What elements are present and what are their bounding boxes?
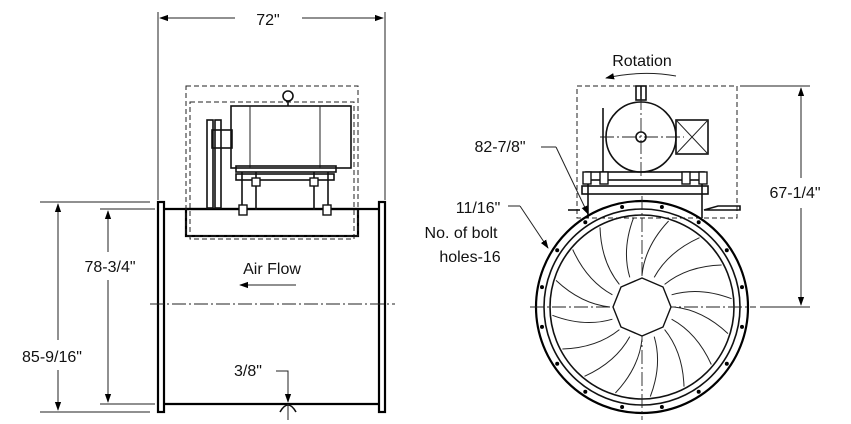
inner-height-label: 78-3/4" [84, 259, 135, 276]
outer-height-dimension: 85-9/16" [22, 201, 150, 413]
motor-guard-outline [576, 85, 738, 219]
bolt-hole [555, 248, 560, 253]
bolt-hole [540, 324, 544, 329]
lifting-eye-icon [282, 90, 294, 102]
rotation-label: Rotation [612, 53, 672, 70]
fan-blade [555, 280, 611, 308]
fan-blade [673, 306, 729, 334]
fan-blade [599, 227, 620, 285]
bolt-hole [583, 220, 588, 225]
bolt-hole [724, 248, 729, 253]
motor-base-end [568, 171, 741, 218]
side-view: 72" [22, 12, 395, 420]
bolt-hole [696, 389, 701, 394]
bolt-hole [659, 205, 664, 209]
fan-blade [671, 290, 732, 300]
bolt-hole [696, 220, 701, 225]
bolt-hole-label: 11/16" [456, 200, 501, 217]
airflow-label: Air Flow [243, 261, 301, 278]
bolt-count-label-line2: holes-16 [439, 249, 500, 266]
motor-mounts [235, 172, 335, 216]
end-view: Rotation [425, 53, 821, 420]
width-dimension-label: 72" [256, 12, 279, 29]
bolt-circle-dimension: 82-7/8" [474, 139, 589, 215]
airflow-indicator: Air Flow [239, 261, 301, 289]
belt-guard-outline [185, 85, 359, 240]
fan-blade [584, 336, 631, 377]
bolt-holes [540, 205, 744, 409]
bolt-hole [620, 405, 625, 409]
motor-height-dimension: 67-1/4" [740, 85, 821, 308]
fan-blade [649, 336, 659, 397]
bolt-hole-dimension: 11/16" No. of bolt holes-16 [425, 200, 549, 266]
bolt-hole [540, 285, 544, 290]
fan-blade [552, 314, 613, 324]
motor-side [230, 90, 352, 173]
bolt-hole [740, 285, 744, 290]
flange-thickness-label: 3/8" [234, 363, 262, 380]
fan-blade [625, 217, 635, 278]
outer-height-label: 85-9/16" [22, 349, 82, 366]
fan-blade [641, 220, 669, 276]
bolt-circle-label: 82-7/8" [474, 139, 525, 156]
bolt-hole [740, 324, 744, 329]
fan-blade [615, 338, 643, 394]
width-dimension: 72" [157, 12, 386, 200]
bolt-hole [724, 361, 729, 366]
bolt-hole [583, 389, 588, 394]
fan-blade [653, 237, 700, 278]
flange-thickness-dimension: 3/8" [234, 363, 297, 420]
bolt-hole [555, 361, 560, 366]
fan-blade [671, 318, 712, 365]
inner-height-dimension: 78-3/4" [84, 208, 155, 405]
fan-blade [664, 329, 685, 387]
pulley-belt [206, 119, 233, 209]
fan-blade [664, 264, 722, 285]
motor-base-plate [184, 207, 360, 238]
bolt-count-label-line1: No. of bolt [425, 225, 498, 242]
fan-blades [552, 217, 732, 397]
bolt-hole [659, 405, 664, 409]
motor-end [600, 85, 709, 180]
rotation-indicator: Rotation [605, 53, 677, 80]
bolt-hole [620, 205, 625, 209]
fan-blade [572, 249, 613, 296]
fan-hub [612, 277, 672, 337]
motor-height-label: 67-1/4" [769, 185, 820, 202]
fan-blade [562, 329, 620, 350]
